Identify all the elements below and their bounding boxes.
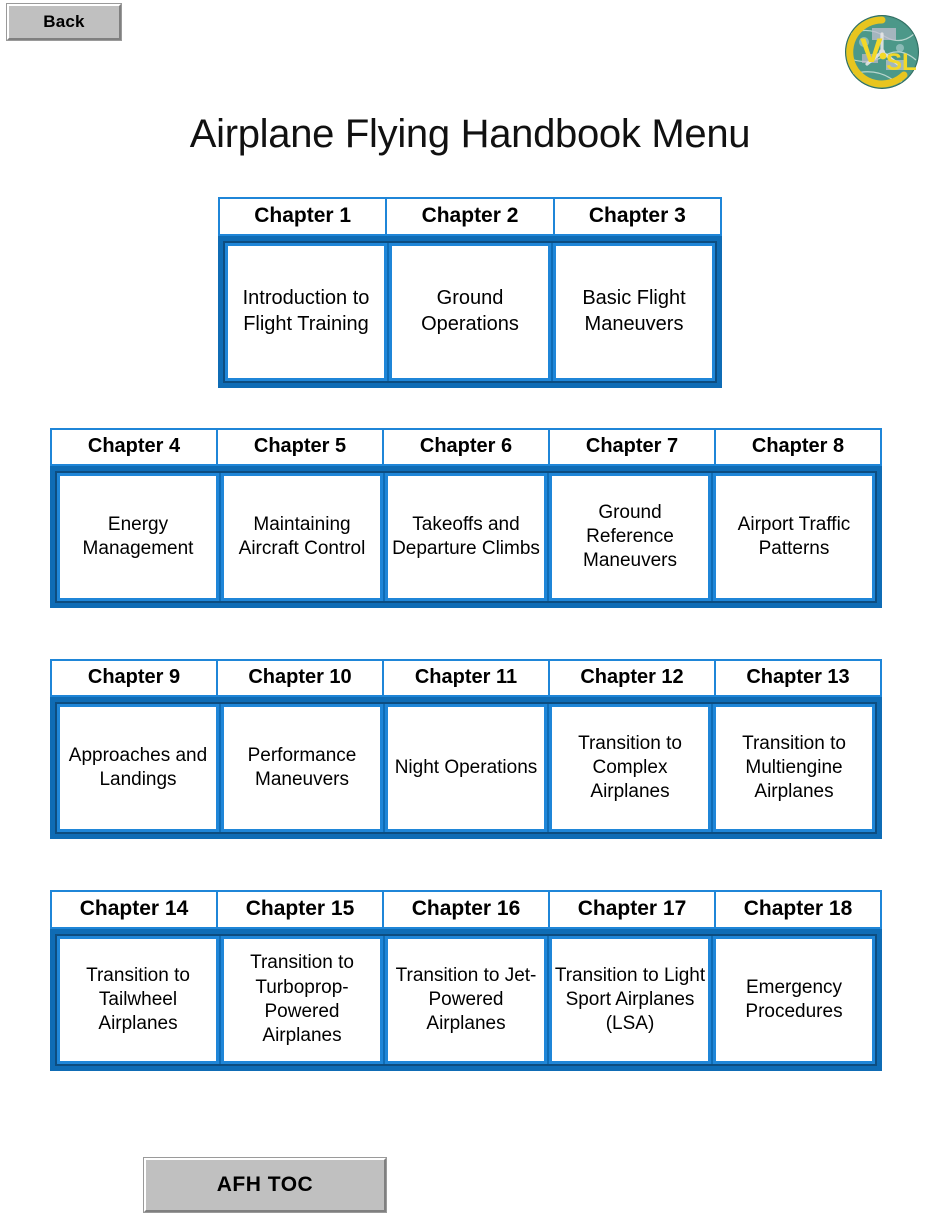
chapter-header-cell[interactable]: Chapter 5 xyxy=(216,428,384,466)
chapter-link[interactable]: Approaches and Landings xyxy=(57,704,219,832)
chapter-link[interactable]: Maintaining Aircraft Control xyxy=(221,473,383,601)
chapter-body-strip: Approaches and Landings Performance Mane… xyxy=(50,697,882,839)
chapter-header-cell[interactable]: Chapter 18 xyxy=(714,890,882,929)
chapter-link[interactable]: Ground Operations xyxy=(389,243,551,381)
svg-text:SL: SL xyxy=(886,49,917,76)
afh-toc-button[interactable]: AFH TOC xyxy=(143,1157,387,1213)
page-title: Airplane Flying Handbook Menu xyxy=(189,112,751,156)
chapter-row-2: Chapter 4 Chapter 5 Chapter 6 Chapter 7 … xyxy=(50,428,882,608)
chapter-row-3: Chapter 9 Chapter 10 Chapter 11 Chapter … xyxy=(50,659,882,839)
back-button-label: Back xyxy=(43,12,85,31)
chapter-link[interactable]: Emergency Procedures xyxy=(713,936,875,1064)
chapter-row-1: Chapter 1 Chapter 2 Chapter 3 Introducti… xyxy=(218,197,722,388)
chapter-header-cell[interactable]: Chapter 16 xyxy=(382,890,550,929)
chapter-header-cell[interactable]: Chapter 7 xyxy=(548,428,716,466)
chapter-header-strip: Chapter 4 Chapter 5 Chapter 6 Chapter 7 … xyxy=(50,428,882,466)
chapter-link[interactable]: Transition to Multiengine Airplanes xyxy=(713,704,875,832)
chapter-link[interactable]: Night Operations xyxy=(385,704,547,832)
chapter-row-4: Chapter 14 Chapter 15 Chapter 16 Chapter… xyxy=(50,890,882,1071)
chapter-header-cell[interactable]: Chapter 12 xyxy=(548,659,716,697)
chapter-header-cell[interactable]: Chapter 2 xyxy=(385,197,555,236)
chapter-header-cell[interactable]: Chapter 1 xyxy=(218,197,388,236)
chapter-header-strip: Chapter 9 Chapter 10 Chapter 11 Chapter … xyxy=(50,659,882,697)
chapter-link[interactable]: Introduction to Flight Training xyxy=(225,243,387,381)
chapter-header-cell[interactable]: Chapter 6 xyxy=(382,428,550,466)
chapter-link[interactable]: Transition to Light Sport Airplanes (LSA… xyxy=(549,936,711,1064)
chapter-header-cell[interactable]: Chapter 13 xyxy=(714,659,882,697)
vsl-logo: V SL xyxy=(842,12,922,92)
chapter-link[interactable]: Ground Reference Maneuvers xyxy=(549,473,711,601)
chapter-header-cell[interactable]: Chapter 9 xyxy=(50,659,218,697)
chapter-header-cell[interactable]: Chapter 4 xyxy=(50,428,218,466)
chapter-header-strip: Chapter 14 Chapter 15 Chapter 16 Chapter… xyxy=(50,890,882,929)
chapter-body-strip: Transition to Tailwheel Airplanes Transi… xyxy=(50,929,882,1071)
chapter-link[interactable]: Basic Flight Maneuvers xyxy=(553,243,715,381)
chapter-link[interactable]: Transition to Tailwheel Airplanes xyxy=(57,936,219,1064)
chapter-link[interactable]: Transition to Turboprop-Powered Airplane… xyxy=(221,936,383,1064)
chapter-link[interactable]: Transition to Jet-Powered Airplanes xyxy=(385,936,547,1064)
chapter-header-cell[interactable]: Chapter 3 xyxy=(552,197,722,236)
chapter-link[interactable]: Performance Maneuvers xyxy=(221,704,383,832)
chapter-header-cell[interactable]: Chapter 17 xyxy=(548,890,716,929)
chapter-link[interactable]: Takeoffs and Departure Climbs xyxy=(385,473,547,601)
chapter-header-cell[interactable]: Chapter 14 xyxy=(50,890,218,929)
back-button[interactable]: Back xyxy=(6,3,122,41)
chapter-link[interactable]: Transition to Complex Airplanes xyxy=(549,704,711,832)
chapter-header-cell[interactable]: Chapter 8 xyxy=(714,428,882,466)
chapter-body-strip: Energy Management Maintaining Aircraft C… xyxy=(50,466,882,608)
chapter-header-cell[interactable]: Chapter 11 xyxy=(382,659,550,697)
afh-toc-button-label: AFH TOC xyxy=(216,1173,314,1196)
chapter-header-cell[interactable]: Chapter 10 xyxy=(216,659,384,697)
chapter-body-strip: Introduction to Flight Training Ground O… xyxy=(218,236,722,388)
chapter-link[interactable]: Energy Management xyxy=(57,473,219,601)
chapter-header-cell[interactable]: Chapter 15 xyxy=(216,890,384,929)
chapter-link[interactable]: Airport Traffic Patterns xyxy=(713,473,875,601)
svg-text:V: V xyxy=(860,32,883,70)
chapter-header-strip: Chapter 1 Chapter 2 Chapter 3 xyxy=(218,197,722,236)
